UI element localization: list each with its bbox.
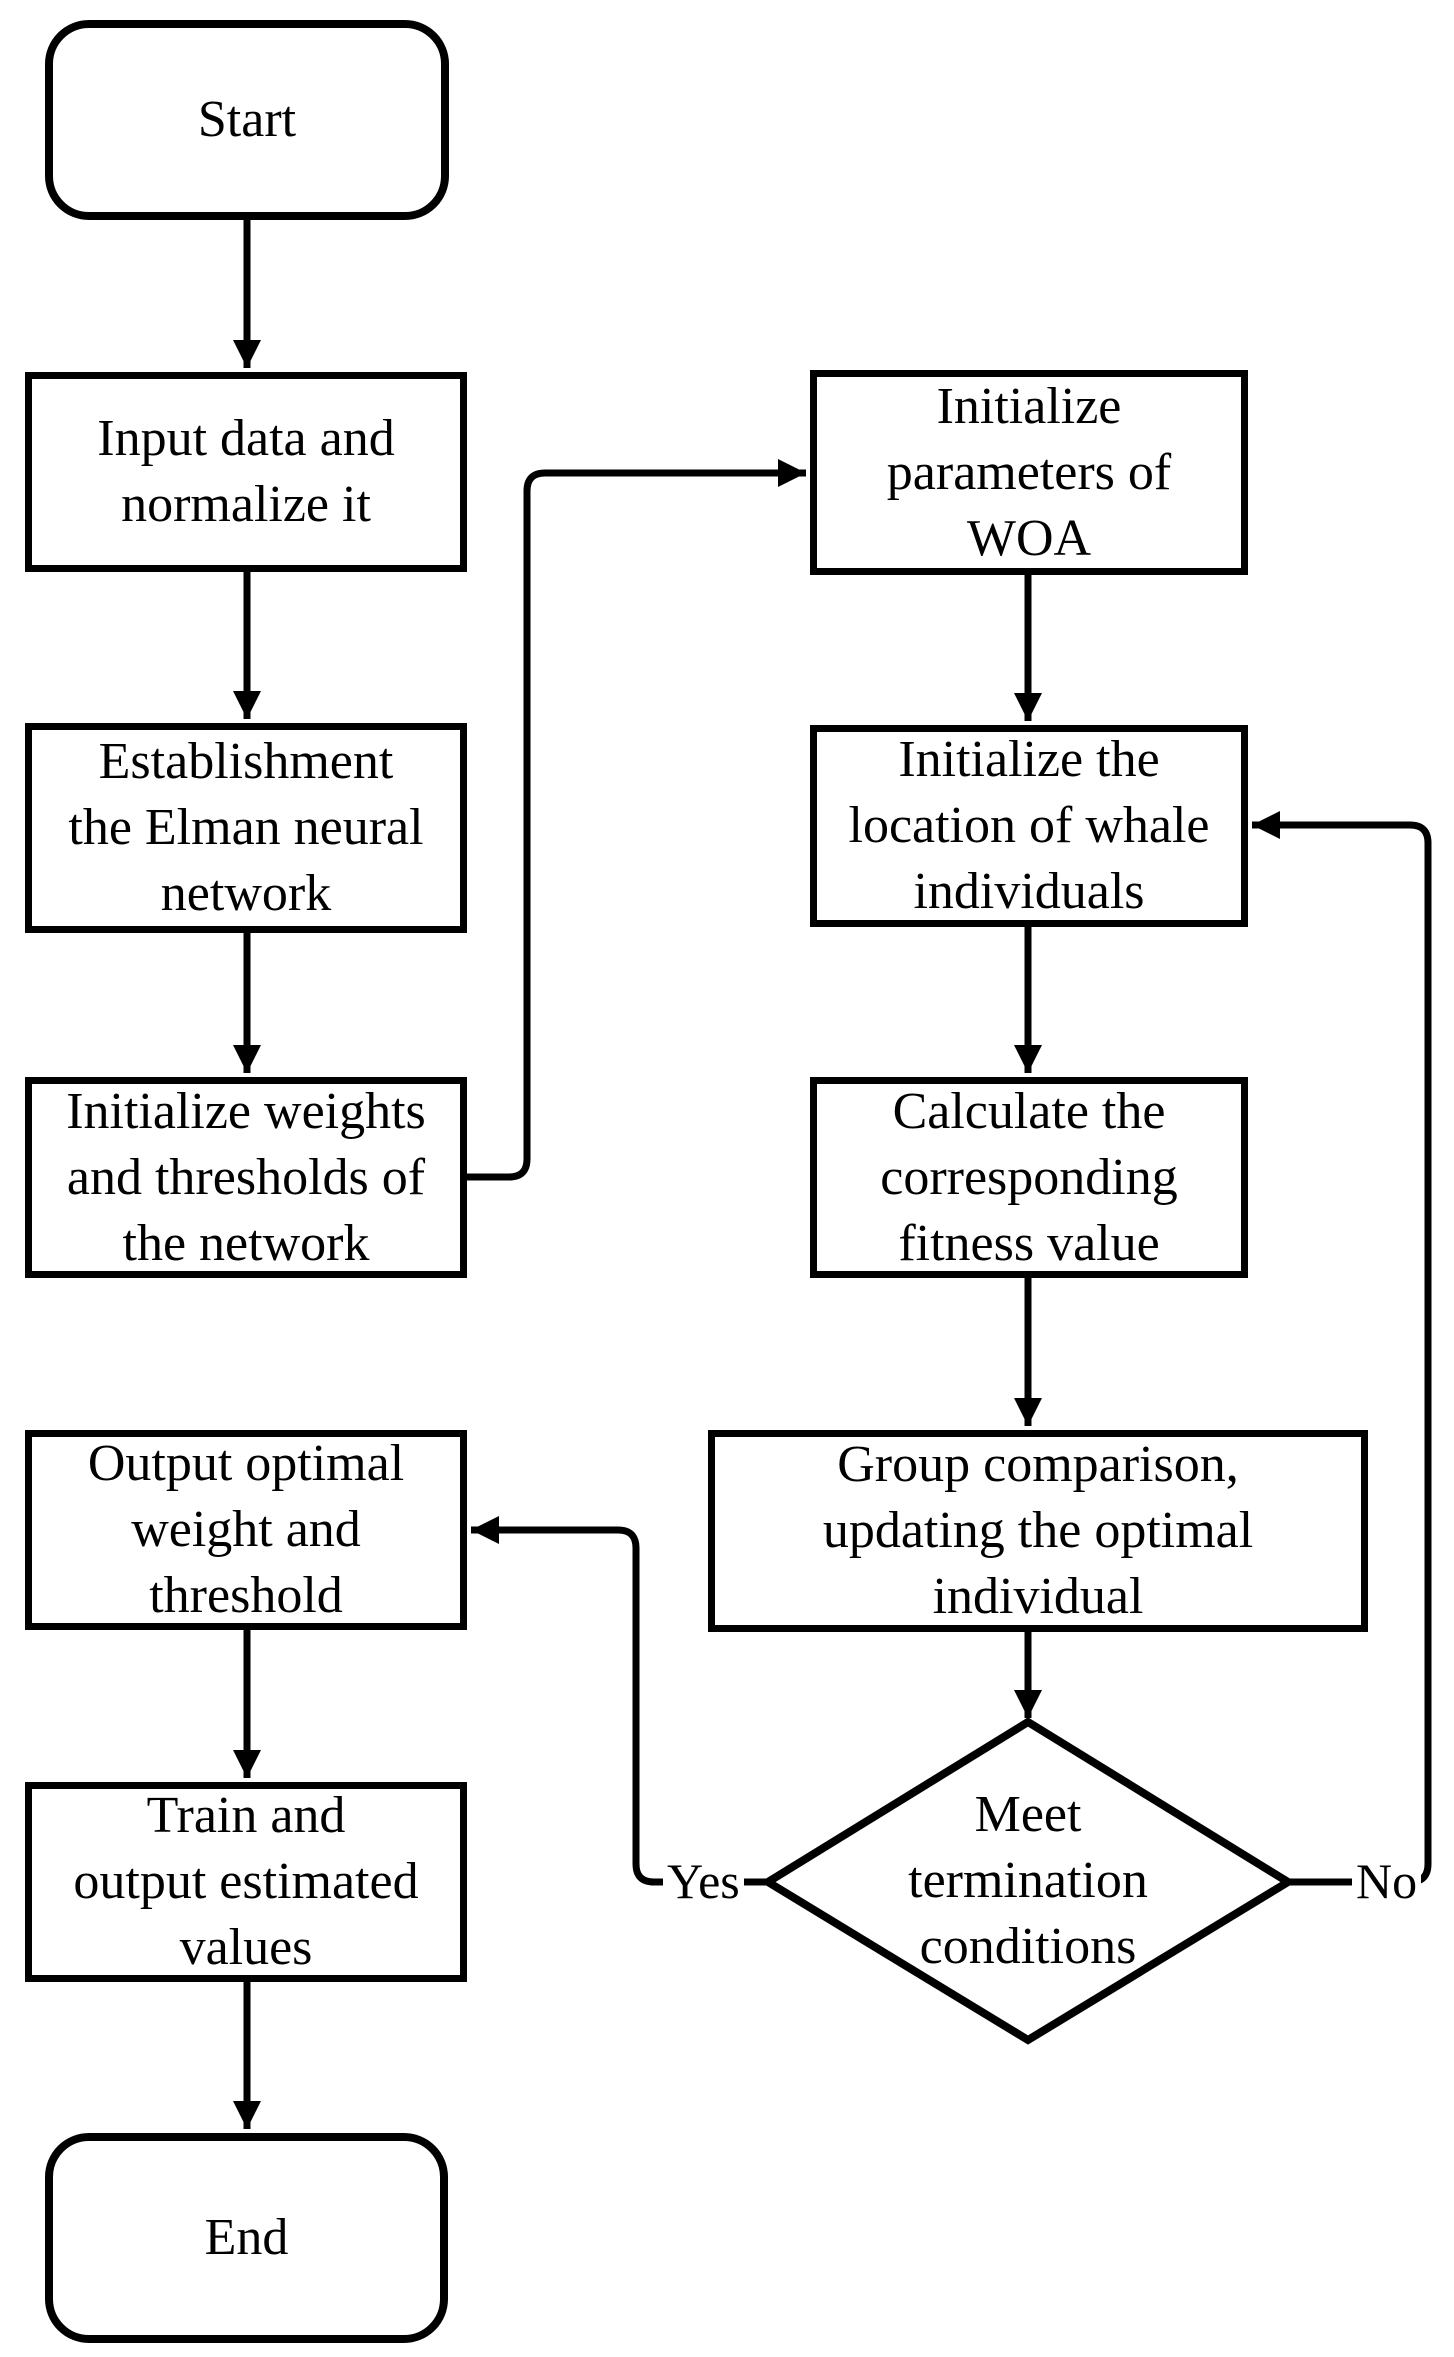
node-establish-elman: Establishment the Elman neural network (25, 723, 467, 933)
node-input-line1: Input data and (97, 410, 395, 467)
node-start: Start (45, 20, 449, 220)
node-train-line2: output estimated (73, 1853, 419, 1910)
node-start-label: Start (197, 91, 297, 148)
node-init-weights-line2: and thresholds of (66, 1148, 426, 1206)
node-decision-line2: termination (908, 1852, 1148, 1909)
edge-label-no: No (1352, 1851, 1422, 1911)
node-group-comparison-line3: individual (932, 1568, 1144, 1625)
edge-label-yes: Yes (663, 1851, 744, 1911)
node-init-weights-line3: the network (122, 1214, 370, 1272)
node-group-comparison-line1: Group comparison, (837, 1436, 1239, 1493)
node-init-params-woa: Initialize parameters of WOA (810, 370, 1248, 575)
node-establish-line2: the Elman neural (68, 799, 424, 856)
node-init-location-line2: location of whale (848, 797, 1210, 854)
connector-decision-no (1252, 811, 1432, 1886)
node-init-location-line1: Initialize the (898, 731, 1160, 788)
node-train-line1: Train and (146, 1787, 346, 1844)
node-establish-line3: network (160, 865, 332, 922)
node-init-params-line2: parameters of (886, 443, 1172, 501)
node-input-data: Input data and normalize it (25, 372, 467, 572)
node-output-optimal-line1: Output optimal (87, 1435, 405, 1492)
node-calc-fitness-line3: fitness value (898, 1214, 1160, 1272)
node-output-optimal: Output optimal weight and threshold (25, 1430, 467, 1630)
node-train-output: Train and output estimated values (25, 1782, 467, 1982)
node-init-weights: Initialize weights and thresholds of the… (25, 1077, 467, 1278)
node-calc-fitness-line1: Calculate the (892, 1082, 1166, 1140)
node-init-weights-line1: Initialize weights (66, 1082, 426, 1140)
node-init-location-line3: individuals (913, 863, 1145, 920)
decision-diamond (760, 1717, 1296, 2045)
node-output-optimal-line3: threshold (149, 1567, 343, 1624)
node-end-label: End (204, 2209, 289, 2266)
node-decision-line1: Meet (974, 1786, 1082, 1843)
node-output-optimal-line2: weight and (131, 1501, 361, 1558)
connector-initweights-to-initparams (463, 459, 806, 1181)
node-init-location: Initialize the location of whale individ… (810, 725, 1248, 927)
node-calc-fitness: Calculate the corresponding fitness valu… (810, 1077, 1248, 1278)
node-group-comparison-line2: updating the optimal (822, 1502, 1254, 1559)
node-end: End (45, 2133, 448, 2343)
node-init-params-line3: WOA (966, 509, 1092, 567)
node-calc-fitness-line2: corresponding (880, 1148, 1178, 1206)
node-train-line3: values (179, 1919, 313, 1976)
node-establish-line1: Establishment (98, 733, 394, 790)
node-input-line2: normalize it (121, 476, 371, 533)
connector-decision-yes (471, 1516, 768, 1886)
node-init-params-line1: Initialize (936, 377, 1122, 435)
node-group-comparison: Group comparison, updating the optimal i… (708, 1430, 1368, 1632)
node-decision: Meet termination conditions (798, 1771, 1258, 1991)
node-decision-line3: conditions (919, 1918, 1137, 1975)
